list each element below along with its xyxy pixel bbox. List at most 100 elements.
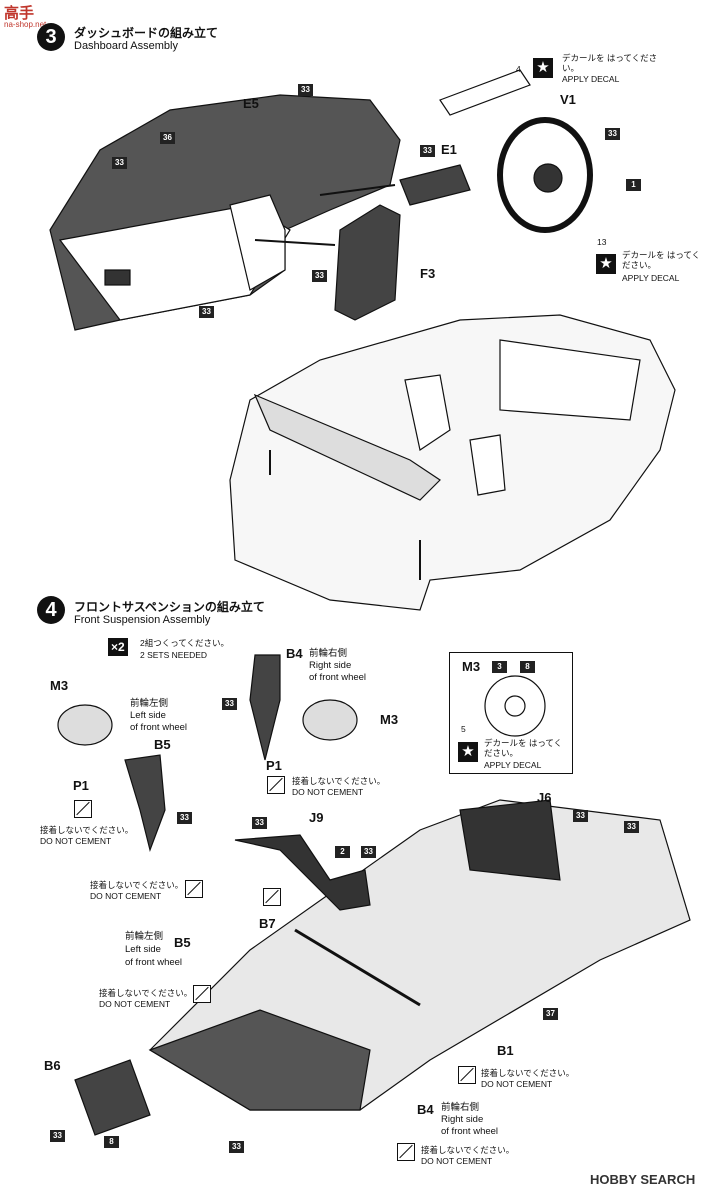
decal-number-13: 13 <box>597 237 607 247</box>
color-33-badge: 33 <box>50 1130 65 1142</box>
no-cement-en: DO NOT CEMENT <box>292 787 364 797</box>
color-33-badge: 33 <box>420 145 435 157</box>
right-front-en-2: of front wheel <box>309 672 367 683</box>
color-2-badge: 2 <box>335 846 350 858</box>
sets-needed-en: 2 SETS NEEDED <box>140 650 208 660</box>
left-front-jp: 前輪左側 <box>125 931 164 942</box>
color-33-badge: 33 <box>605 128 620 140</box>
part-j6-label: J6 <box>537 790 552 805</box>
color-33-badge: 33 <box>252 817 267 829</box>
part-b5-label: B5 <box>154 737 171 752</box>
decal-note-jp: デカールを はってください。 <box>484 738 563 758</box>
no-cement-jp: 接着しないでください。 <box>481 1068 575 1078</box>
color-8-badge: 8 <box>520 661 535 673</box>
step-4-title-en: Front Suspension Assembly <box>74 614 211 626</box>
right-front-jp: 前輪右側 <box>441 1102 480 1113</box>
color-33-badge: 33 <box>312 270 327 282</box>
color-33-badge: 33 <box>177 812 192 824</box>
color-36-badge: 36 <box>160 132 175 144</box>
no-cement-en: DO NOT CEMENT <box>481 1079 553 1089</box>
no-cement-jp: 接着しないでください。 <box>292 776 386 786</box>
color-33-badge: 33 <box>229 1141 244 1153</box>
no-cement-icon <box>74 800 92 818</box>
color-33-badge: 33 <box>573 810 588 822</box>
part-b6-label: B6 <box>44 1058 61 1073</box>
suspension-arm-drawing <box>234 834 371 911</box>
no-cement-jp: 接着しないでください。 <box>40 825 134 835</box>
left-front-en-2: of front wheel <box>125 957 183 968</box>
part-v1-label: V1 <box>560 92 576 107</box>
left-front-en-2: of front wheel <box>130 722 188 733</box>
color-33-badge: 33 <box>361 846 376 858</box>
decal-note-jp: デカールを はってください。 <box>562 53 658 73</box>
decal-note-en: APPLY DECAL <box>622 273 680 283</box>
left-front-jp: 前輪左側 <box>130 698 169 709</box>
decal-note-jp: デカールを はってください。 <box>622 250 701 270</box>
center-console-drawing <box>334 204 401 321</box>
part-e5-label: E5 <box>243 96 259 111</box>
knuckle-left-drawing <box>124 754 166 853</box>
step-4-number: 4 <box>37 596 65 624</box>
no-cement-en: DO NOT CEMENT <box>99 999 171 1009</box>
knuckle-right-drawing <box>249 654 281 761</box>
no-cement-jp: 接着しないでください。 <box>421 1145 515 1155</box>
right-front-en: Right side <box>441 1114 484 1125</box>
steering-box-drawing <box>74 1059 151 1136</box>
color-33-badge: 33 <box>222 698 237 710</box>
color-3-badge: 3 <box>492 661 507 673</box>
tie-rod-drawing <box>294 928 421 1007</box>
part-p1-label: P1 <box>73 778 89 793</box>
disc-decal-box <box>449 652 573 774</box>
color-33-badge: 33 <box>112 157 127 169</box>
step-4-title-jp: フロントサスペンションの組み立て <box>74 600 265 614</box>
part-m3-label: M3 <box>50 678 69 693</box>
brake-disc-right-drawing <box>302 699 358 741</box>
no-cement-en: DO NOT CEMENT <box>90 891 162 901</box>
no-cement-en: DO NOT CEMENT <box>421 1156 493 1166</box>
color-33-badge: 33 <box>199 306 214 318</box>
right-front-en-2: of front wheel <box>441 1126 499 1137</box>
decal-number-5: 5 <box>461 724 466 734</box>
watermark-logo: 高手 <box>4 5 35 22</box>
step-3-title-jp: ダッシュボードの組み立て <box>74 26 219 40</box>
color-37-badge: 37 <box>543 1008 558 1020</box>
sets-needed-badge: ×2 <box>108 638 128 656</box>
no-cement-icon <box>193 985 211 1003</box>
part-b7-label: B7 <box>259 916 276 931</box>
part-m3-label: M3 <box>380 712 399 727</box>
no-cement-icon <box>458 1066 476 1084</box>
footer-brand: HOBBY SEARCH <box>590 1172 696 1187</box>
color-33-badge: 33 <box>298 84 313 96</box>
decal-star-icon: ★ <box>458 742 478 762</box>
color-8-badge: 8 <box>104 1136 119 1148</box>
decal-star-icon: ★ <box>533 58 553 78</box>
color-1-badge: 1 <box>626 179 641 191</box>
part-b4-label: B4 <box>286 646 303 661</box>
steering-wheel-drawing <box>497 117 593 233</box>
no-cement-icon <box>263 888 281 906</box>
meter-cluster-drawing <box>439 69 531 116</box>
no-cement-icon <box>267 776 285 794</box>
sets-needed-jp: 2組つくってください。 <box>140 638 230 648</box>
no-cement-icon <box>397 1143 415 1161</box>
decal-note-en: APPLY DECAL <box>562 74 620 84</box>
brake-disc-left-drawing <box>57 704 113 746</box>
left-front-en: Left side <box>125 944 161 955</box>
no-cement-jp: 接着しないでください。 <box>90 880 184 890</box>
no-cement-jp: 接着しないでください。 <box>99 988 193 998</box>
color-33-badge: 33 <box>624 821 639 833</box>
decal-star-icon: ★ <box>596 254 616 274</box>
wheel-hub-drawing <box>484 675 546 737</box>
part-b1-label: B1 <box>497 1043 514 1058</box>
right-front-en: Right side <box>309 660 352 671</box>
no-cement-icon <box>185 880 203 898</box>
decal-note-en: APPLY DECAL <box>484 760 542 770</box>
step-3-number: 3 <box>37 23 65 51</box>
part-p1-label: P1 <box>266 758 282 773</box>
part-b4-label: B4 <box>417 1102 434 1117</box>
part-b5-label: B5 <box>174 935 191 950</box>
steering-column-drawing <box>399 164 471 206</box>
decal-number-4: 4 <box>516 64 521 74</box>
part-f3-label: F3 <box>420 266 436 281</box>
